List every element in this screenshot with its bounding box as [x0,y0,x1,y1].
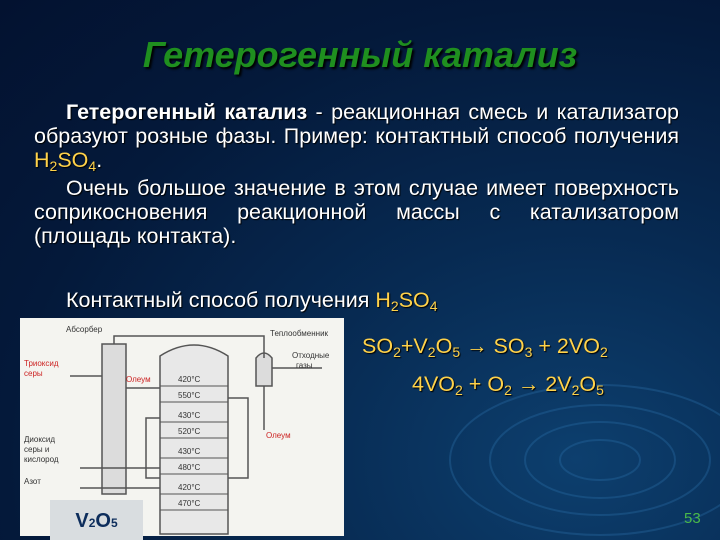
converter-column [159,344,229,535]
temperature-label: 430°C [178,447,201,456]
temperature-label: 470°C [178,499,201,508]
eq-part: O [579,372,597,396]
formula-part: H [34,148,50,172]
equation-2: 4VO2 + O2 → 2V2O5 [412,372,604,397]
catalyst-part: O [95,510,111,532]
eq-subscript: 2 [455,382,463,398]
eq-part: +V [400,334,428,358]
contact-method-line: Контактный способ получения H2SO4 [66,288,438,313]
eq-part: O [435,334,453,358]
eq-part: + 2VO [532,334,600,358]
equation-1: SO2+V2O5 → SO3 + 2VO2 [362,334,608,359]
process-schematic: Абсорбер Теплообменник Триоксид серы Оле… [24,325,330,535]
temperature-label: 520°C [178,427,201,436]
heat-exchanger [255,352,273,387]
formula-subscript: 4 [429,298,438,314]
page-number: 53 [684,510,701,527]
paragraph-surface-area: Очень большое значение в этом случае име… [34,176,679,248]
formula-h2so4: H2SO4 [375,288,438,314]
label-absorber: Абсорбер [66,325,103,334]
paragraph-definition: Гетерогенный катализ - реакционная смесь… [34,100,679,174]
label-dioxide-2: серы и [24,445,49,454]
period: . [96,148,103,172]
contact-method-text: Контактный способ получения [66,288,376,312]
slide-body: Гетерогенный катализ - реакционная смесь… [34,100,679,252]
temperature-label: 420°C [178,375,201,384]
eq-subscript: 2 [393,344,401,360]
label-dioxide-1: Диоксид [24,435,55,444]
formula-subscript: 2 [49,158,58,174]
eq-part: 4VO [412,372,456,396]
formula-part: SO [398,288,430,312]
label-exhaust-1: Отходные [292,351,330,360]
temperature-label: 430°C [178,411,201,420]
eq-subscript: 3 [524,344,533,360]
catalyst-subscript: 2 [88,516,96,530]
label-dioxide-3: кислород [24,455,59,464]
label-oleum-1: Олеум [126,375,151,384]
label-oleum-2: Олеум [266,431,291,440]
formula-subscript: 2 [390,298,399,314]
eq-subscript: 5 [596,382,604,398]
eq-subscript: 5 [452,344,461,360]
term-heterogeneous-catalysis: Гетерогенный катализ [66,100,308,124]
eq-subscript: 2 [504,382,512,398]
temperature-label: 550°C [178,391,201,400]
contact-process-diagram: Абсорбер Теплообменник Триоксид серы Оле… [20,318,344,536]
label-heat-exchanger: Теплообменник [270,329,329,338]
formula-part: SO [57,148,89,172]
label-exhaust-2: газы [296,361,313,370]
pipe-loop-right [228,397,249,479]
eq-part: → 2V [511,372,572,396]
catalyst-label: V2O5 [50,500,143,540]
pipe-top [113,335,265,358]
eq-subscript: 2 [599,344,608,360]
label-nitrogen: Азот [24,477,41,486]
slide-title: Гетерогенный катализ [142,34,578,75]
formula-subscript: 4 [88,158,97,174]
label-trioxide-2: серы [24,369,43,378]
eq-subscript: 2 [427,344,436,360]
definition-text: - реакционная смесь и катализатор образу… [34,100,679,148]
absorber-tower [101,343,127,495]
formula-part: H [375,288,391,312]
eq-part: → SO [460,334,525,358]
catalyst-subscript: 5 [110,516,118,530]
formula-h2so4: H2SO4 [34,148,97,174]
pipe-loop-left [145,417,160,479]
temperature-label: 480°C [178,463,201,472]
label-trioxide-1: Триоксид [24,359,59,368]
eq-part: + O [462,372,505,396]
catalyst-part: V [75,510,89,532]
eq-part: SO [362,334,394,358]
temperature-label: 420°C [178,483,201,492]
eq-subscript: 2 [571,382,580,398]
